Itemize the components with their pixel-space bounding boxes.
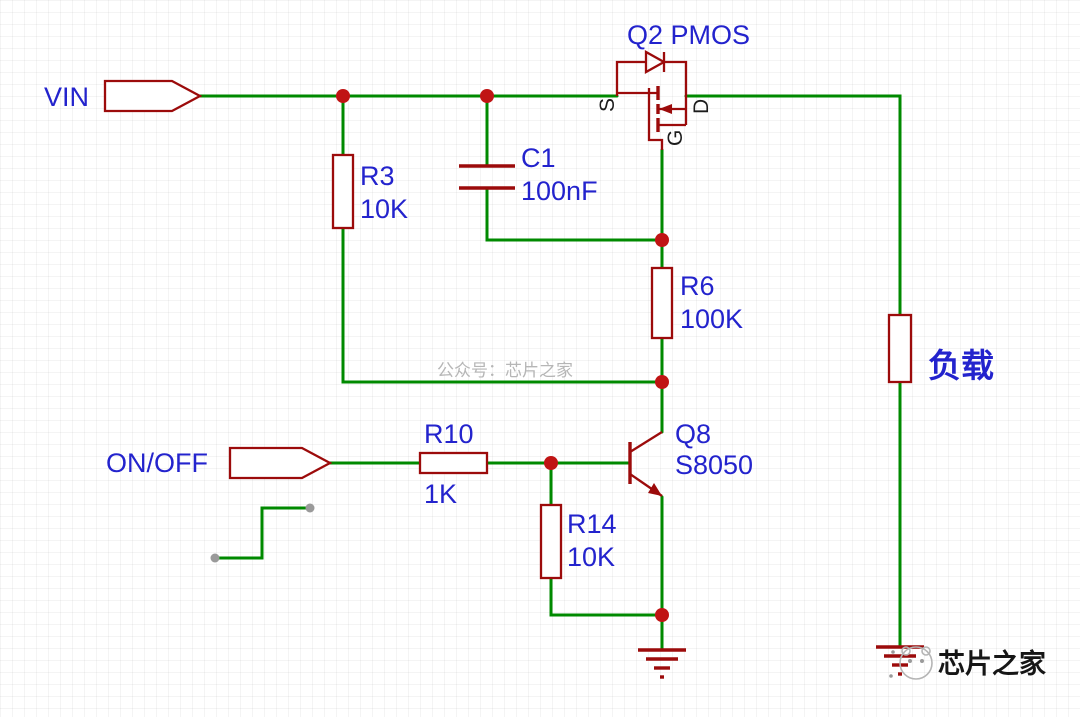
junction-dot <box>336 89 350 103</box>
vin-port-shape <box>103 79 203 113</box>
q2-gate-lead <box>647 132 664 150</box>
q2-body-diode-triangle <box>644 50 667 74</box>
label-r14-designator: R14 <box>567 509 617 539</box>
brand-stamp-ear-icon <box>921 646 931 656</box>
resistor-r6: R6 100K <box>650 266 743 340</box>
resistor-r14: R14 10K <box>539 503 617 580</box>
ground-symbol-main <box>638 648 686 679</box>
load-resistor: 负载 <box>887 313 994 384</box>
r6-body <box>650 266 674 340</box>
brand-sparkle-icon <box>889 674 893 678</box>
junction-dot <box>655 233 669 247</box>
q2-pin-g-label: G <box>664 130 687 146</box>
label-c1-value: 100nF <box>521 176 598 206</box>
label-c1-designator: C1 <box>521 143 556 173</box>
loose-node-dot <box>210 553 220 563</box>
wire-drain-to-load <box>684 94 902 317</box>
watermark-text: 公众号：芯片之家 <box>437 361 573 380</box>
wire-orphan-segment <box>213 506 312 560</box>
brand-stamp-ear-icon <box>901 646 911 656</box>
brand-stamp-eye-icon <box>920 659 924 663</box>
label-r10-designator: R10 <box>424 419 474 449</box>
junction-dot <box>480 89 494 103</box>
brand-stamp-icon <box>899 646 933 680</box>
wire-c1-bottom <box>485 186 664 242</box>
label-r6-value: 100K <box>680 304 743 334</box>
label-q8-designator: Q8 <box>675 419 711 449</box>
wire-r14-bottom-bus <box>549 576 664 617</box>
label-r3-value: 10K <box>360 194 408 224</box>
label-q2-designator: Q2 PMOS <box>627 20 750 50</box>
q2-drain-lead <box>664 60 688 125</box>
resistor-r3: R3 10K <box>331 153 408 230</box>
capacitor-c1: C1 100nF <box>459 143 598 206</box>
resistor-r10: R10 1K <box>418 419 489 509</box>
label-vin: VIN <box>44 82 89 112</box>
onoff-port: ON/OFF <box>106 446 333 480</box>
q2-pin-s-label: S <box>596 98 619 112</box>
r3-body <box>331 153 355 230</box>
q2-pin-d-label: D <box>690 99 713 114</box>
brand-name: 芯片之家 <box>938 648 1046 679</box>
label-r10-value: 1K <box>424 479 457 509</box>
wire-r3-bottom-bus <box>341 226 664 384</box>
r10-body <box>418 451 489 475</box>
r14-body <box>539 503 563 580</box>
label-q8-part: S8050 <box>675 450 753 480</box>
q8-collector-line <box>629 431 663 453</box>
junction-dot <box>544 456 558 470</box>
q8-emitter-arrow <box>648 483 662 496</box>
label-r3-designator: R3 <box>360 161 395 191</box>
q2-source-lead <box>615 60 646 96</box>
wires <box>198 94 902 652</box>
label-load: 负载 <box>928 347 994 384</box>
vin-port: VIN <box>44 79 203 113</box>
q2-pmos-symbol: Q2 PMOS S G D <box>596 20 750 150</box>
loose-node-dot <box>305 503 315 513</box>
label-r6-designator: R6 <box>680 271 715 301</box>
q8-npn-symbol: Q8 S8050 <box>628 419 753 497</box>
label-r14-value: 10K <box>567 542 615 572</box>
junction-dot <box>655 608 669 622</box>
label-onoff: ON/OFF <box>106 448 208 478</box>
junction-dot <box>655 375 669 389</box>
brand-footer: 芯片之家 <box>889 646 1046 680</box>
junction-dots <box>210 89 669 622</box>
brand-sparkle-icon <box>891 650 895 654</box>
load-body <box>887 313 913 384</box>
onoff-port-shape <box>228 446 333 480</box>
q2-bulk-arrow <box>659 104 672 114</box>
brand-stamp-eye-icon <box>908 659 912 663</box>
